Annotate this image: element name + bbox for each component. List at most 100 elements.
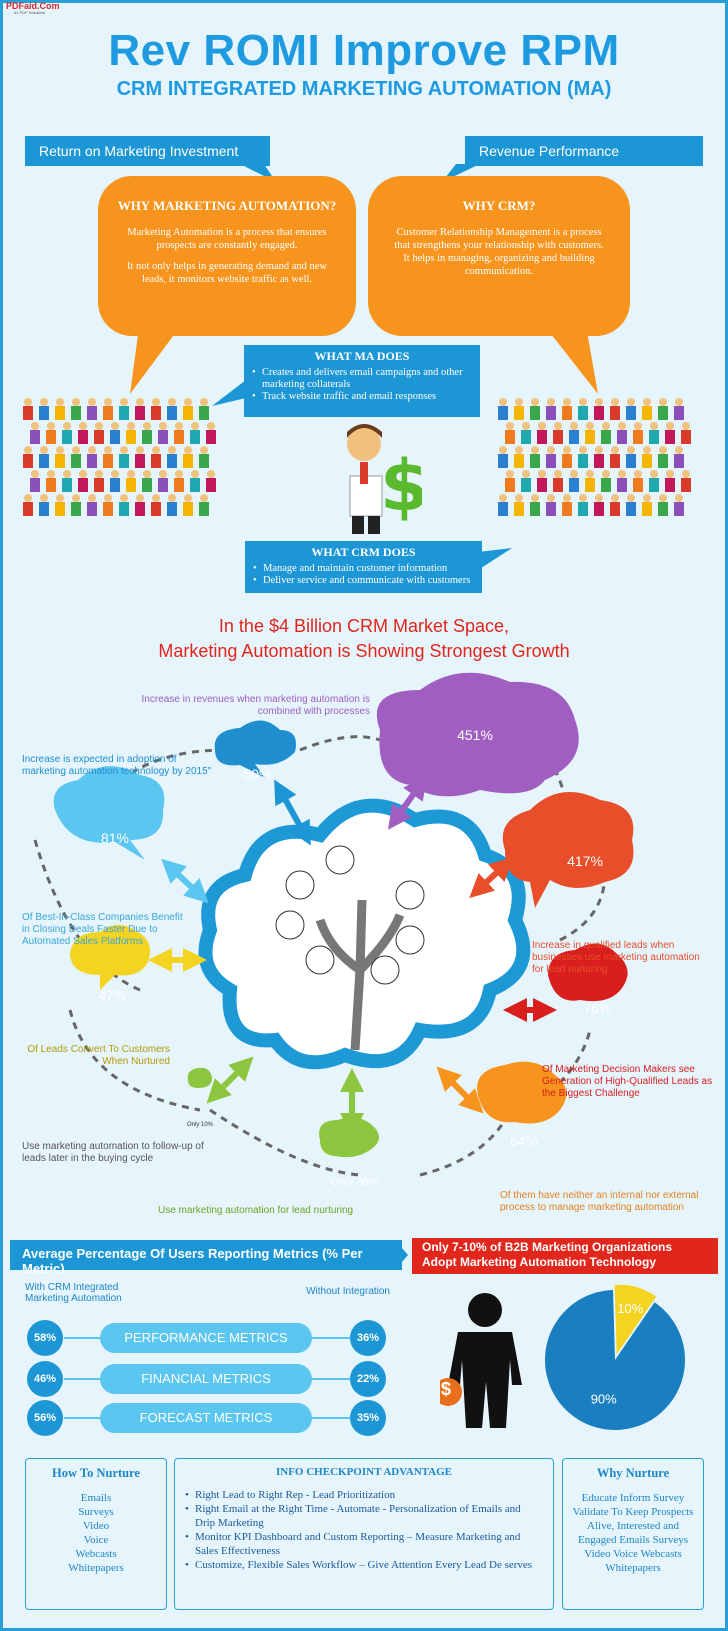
metrics-title: Average Percentage Of Users Reporting Me… (10, 1240, 402, 1276)
metric-category-label: FINANCIAL METRICS (100, 1364, 312, 1394)
crowd-person-icon (537, 470, 547, 492)
crowd-right-illustration (498, 398, 691, 516)
metrics-left-head: With CRM Integrated Marketing Automation (25, 1282, 122, 1304)
crowd-person-icon (674, 398, 684, 420)
stat-value-64: 64% (509, 1133, 539, 1149)
stat-label-76: Of Marketing Decision Makers see Generat… (542, 1064, 713, 1099)
crowd-person-icon (594, 398, 604, 420)
crowd-person-icon (562, 446, 572, 468)
crowd-person-icon (71, 446, 81, 468)
why-ma-bubble: WHY MARKETING AUTOMATION? Marketing Auto… (98, 176, 356, 336)
crowd-person-icon (135, 446, 145, 468)
crowd-person-icon (642, 398, 652, 420)
crowd-person-icon (514, 446, 524, 468)
businessman-silhouette-icon (440, 1293, 522, 1428)
crowd-person-icon (594, 446, 604, 468)
crowd-person-icon (665, 422, 675, 444)
adopt-title: Only 7-10% of B2B Marketing Organization… (412, 1238, 718, 1274)
how-to-nurture-panel: How To Nurture Emails Surveys Video Voic… (25, 1458, 167, 1610)
crowd-person-icon (135, 494, 145, 516)
why-nurture-title: Why Nurture (596, 1466, 670, 1480)
crowd-person-icon (206, 470, 216, 492)
crowd-person-icon (183, 398, 193, 420)
crowd-person-icon (674, 494, 684, 516)
what-crm-title: WHAT CRM DOES (311, 545, 416, 559)
nurture-item: Emails (80, 1492, 112, 1504)
metric-category-label: FORECAST METRICS (100, 1403, 312, 1433)
how-to-nurture-title: How To Nurture (52, 1466, 140, 1480)
metric-value-with: 56% (27, 1400, 63, 1436)
crowd-person-icon (658, 446, 668, 468)
crowd-person-icon (206, 422, 216, 444)
what-ma-item: Track website traffic and email response… (252, 391, 472, 403)
crowd-person-icon (55, 446, 65, 468)
crowd-person-icon (658, 494, 668, 516)
watermark-sub: #1 PDF Solutions (14, 10, 46, 15)
crowd-person-icon (642, 446, 652, 468)
checkpoint-item: Right Lead to Right Rep - Lead Prioritiz… (185, 1488, 543, 1502)
crowd-person-icon (562, 398, 572, 420)
crowd-person-icon (39, 446, 49, 468)
crowd-person-icon (55, 398, 65, 420)
crowd-person-icon (665, 470, 675, 492)
crowd-person-icon (39, 398, 49, 420)
stat-label-451: Increase in revenues when marketing auto… (141, 694, 370, 717)
crowd-person-icon (633, 422, 643, 444)
checkpoint-item: Right Email at the Right Time - Automate… (185, 1502, 543, 1530)
crowd-person-icon (569, 470, 579, 492)
metric-value-without: 22% (350, 1361, 386, 1397)
crowd-person-icon (142, 422, 152, 444)
crowd-person-icon (498, 398, 508, 420)
crowd-person-icon (681, 422, 691, 444)
crowd-person-icon (87, 398, 97, 420)
what-crm-pointer (478, 548, 512, 570)
crowd-person-icon (183, 446, 193, 468)
crowd-person-icon (649, 422, 659, 444)
info-checkpoint-panel: INFO CHECKPOINT ADVANTAGE Right Lead to … (174, 1458, 554, 1610)
what-crm-item: Deliver service and communicate with cus… (253, 575, 474, 587)
dollar-coin-icon: $ (440, 1379, 451, 1399)
stat-label-81: Of Best-In-Class Companies Benefit in Cl… (22, 912, 183, 947)
crowd-person-icon (110, 470, 120, 492)
crowd-person-icon (617, 470, 627, 492)
crowd-person-icon (658, 398, 668, 420)
nurture-item: Video (82, 1520, 110, 1532)
nurture-item: Voice (83, 1534, 109, 1546)
crowd-person-icon (505, 470, 515, 492)
stat-label-50: Increase is expected in adoption of mark… (22, 754, 212, 777)
nurture-item: Whitepapers (68, 1562, 124, 1574)
crowd-person-icon (578, 446, 588, 468)
crowd-person-icon (610, 494, 620, 516)
crowd-person-icon (167, 494, 177, 516)
crowd-person-icon (514, 494, 524, 516)
metrics-right-head: Without Integration (306, 1286, 390, 1297)
why-crm-title: WHY CRM? (462, 198, 536, 213)
crowd-person-icon (62, 470, 72, 492)
crowd-person-icon (521, 422, 531, 444)
crowd-person-icon (46, 470, 56, 492)
svg-text:$: $ (380, 445, 422, 527)
crowd-person-icon (55, 494, 65, 516)
businessman-dollar-icon: $ (347, 424, 422, 534)
crowd-person-icon (119, 494, 129, 516)
crowd-person-icon (546, 446, 556, 468)
crowd-person-icon (546, 398, 556, 420)
stat-value-47: 47% (98, 987, 127, 1003)
crowd-person-icon (174, 422, 184, 444)
crowd-person-icon (585, 470, 595, 492)
metrics-title-arrow (395, 1240, 408, 1270)
why-nurture-panel: Why Nurture Educate Inform Survey Valida… (562, 1458, 704, 1610)
crowd-person-icon (87, 494, 97, 516)
page-subtitle: CRM INTEGRATED MARKETING AUTOMATION (MA) (116, 78, 612, 100)
what-ma-item: Creates and delivers email campaigns and… (252, 367, 472, 391)
stat-value-451: 451% (457, 727, 493, 743)
why-crm-bubble: WHY CRM? Customer Relationship Managemen… (368, 176, 630, 336)
crowd-person-icon (626, 446, 636, 468)
crowd-person-icon (505, 422, 515, 444)
crowd-person-icon (39, 494, 49, 516)
crowd-person-icon (562, 494, 572, 516)
crowd-person-icon (649, 470, 659, 492)
crowd-person-icon (190, 470, 200, 492)
crowd-person-icon (103, 398, 113, 420)
